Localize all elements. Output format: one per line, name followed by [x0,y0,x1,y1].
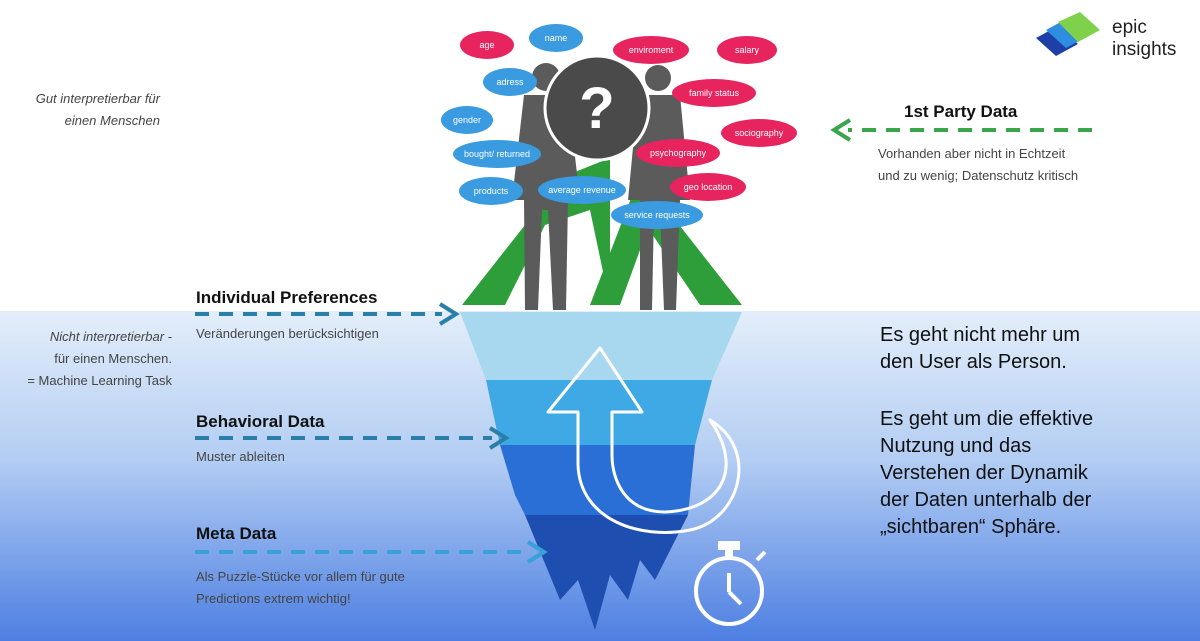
bubble-sociography-label: sociography [735,128,784,138]
first-party-description: Vorhanden aber nicht in Echtzeit und zu … [878,143,1078,187]
arrow-behavioral [195,426,510,450]
bubble-gender-label: gender [453,115,481,125]
bubble-salary-label: salary [735,45,760,55]
epic-insights-logo-icon [1036,12,1100,56]
arrow-individual [195,302,460,326]
note-not-interpretable-line1: Nicht interpretierbar - [49,329,172,344]
data-bubbles: age name enviroment salary adress family… [441,24,797,229]
svg-text:?: ? [579,76,614,141]
note-not-interpretable-line2: für einen Menschen. [54,351,172,366]
curved-up-arrow-icon [546,346,741,534]
bubble-bought-returned [453,140,541,168]
bubble-family-status-label: family status [689,88,740,98]
note-interpretable-line1: Gut interpretierbar für [35,91,160,106]
note-interpretable: Gut interpretierbar für einen Menschen [0,88,160,132]
note-interpretable-line2: einen Menschen [64,113,160,128]
bubble-sociography [721,119,797,147]
bubble-service-requests [611,201,703,229]
logo-text-insights: insights [1112,39,1177,60]
right-p1-line1: Es geht nicht mehr um [880,324,1081,346]
bubble-age [460,31,514,59]
arrow-first-party [830,118,1092,142]
bubble-family-status [672,79,756,107]
first-party-title: 1st Party Data [904,102,1018,121]
bubble-bought-returned-label: bought/ returned [464,149,530,159]
iceberg-layer-1 [460,312,742,380]
bubble-psychography [636,139,720,167]
behavioral-sub: Muster ableiten [196,449,285,464]
bubble-age-label: age [479,40,494,50]
bubble-environment-label: enviroment [629,45,674,55]
stopwatch-icon [694,541,767,626]
right-paragraph-2: Es geht um die effektive Nutzung und das… [880,406,1093,541]
meta-title: Meta Data [196,524,277,543]
right-p2-line2: Nutzung und das [880,435,1032,457]
behavioral-title: Behavioral Data [196,412,325,431]
iceberg-layer-4 [525,515,688,630]
iceberg-layer-3 [500,445,695,515]
bubble-service-requests-label: service requests [624,210,690,220]
individual-sub: Veränderungen berücksichtigen [196,326,379,341]
bubble-salary [717,36,777,64]
bubble-psychography-label: psychography [650,148,707,158]
right-p2-line3: Verstehen der Dynamik [880,462,1088,484]
bubble-adress-label: adress [496,77,524,87]
bubble-products [459,177,523,205]
meta-sub: Als Puzzle-Stücke vor allem für gute Pre… [196,566,405,610]
bubble-geo-location-label: geo location [684,182,733,192]
note-not-interpretable-line3: = Machine Learning Task [27,373,172,388]
meta-sub-line2: Predictions extrem wichtig! [196,591,351,606]
bubble-gender [441,106,493,134]
bubble-environment [613,36,689,64]
question-mark-icon: ? [543,54,651,162]
bubble-average-revenue [538,176,626,204]
first-party-line1: Vorhanden aber nicht in Echtzeit [878,146,1066,161]
meta-sub-line1: Als Puzzle-Stücke vor allem für gute [196,569,405,584]
logo-text-epic: epic [1112,17,1147,38]
individual-title: Individual Preferences [196,288,378,307]
bubble-name-label: name [545,33,568,43]
right-p1-line2: den User als Person. [880,351,1067,373]
note-not-interpretable: Nicht interpretierbar - für einen Mensch… [0,326,172,392]
arrow-meta [195,540,548,564]
bubble-average-revenue-label: average revenue [548,185,616,195]
bubble-adress [483,68,537,96]
bubble-name [529,24,583,52]
iceberg-layer-2 [486,380,712,445]
bubble-geo-location [670,173,746,201]
iceberg [460,312,742,630]
bubble-products-label: products [474,186,509,196]
right-paragraph-1: Es geht nicht mehr um den User als Perso… [880,322,1080,376]
first-party-line2: und zu wenig; Datenschutz kritisch [878,168,1079,183]
right-p2-line4: der Daten unterhalb der [880,489,1092,511]
right-p2-line1: Es geht um die effektive [880,408,1094,430]
right-p2-line5: „sichtbaren“ Sphäre. [880,516,1062,538]
